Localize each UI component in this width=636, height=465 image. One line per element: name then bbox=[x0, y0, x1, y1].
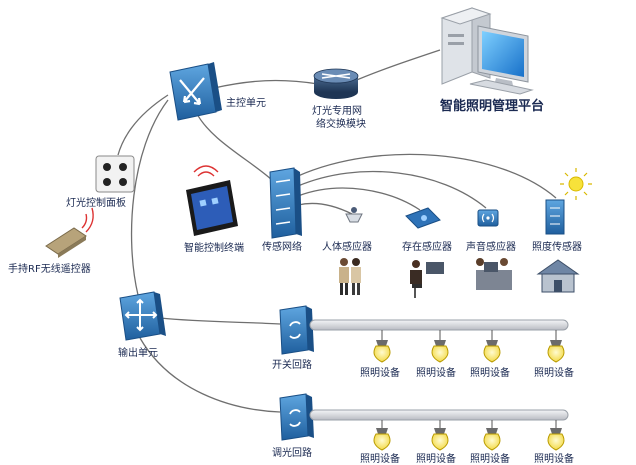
cycle-icon bbox=[289, 321, 301, 339]
output-unit: 输出单元 bbox=[118, 291, 166, 359]
house-figure bbox=[536, 259, 580, 293]
link-main-to-switch bbox=[213, 79, 319, 89]
sensor-presence: 存在感应器 bbox=[402, 207, 452, 298]
light-label: 照明设备 bbox=[416, 452, 456, 465]
cycle-icon bbox=[289, 409, 301, 427]
switch-arrows-icon bbox=[321, 73, 351, 79]
light-fixture: 照明设备 bbox=[470, 420, 510, 465]
wireless-signal-icon bbox=[81, 207, 94, 233]
sensor-network: 传感网络 bbox=[262, 167, 302, 253]
main-control-unit: 主控单元 bbox=[169, 62, 266, 121]
sound-wave-icon bbox=[481, 213, 495, 223]
light-fixture: 照明设备 bbox=[534, 420, 574, 465]
link-sensor-to-body bbox=[297, 202, 353, 215]
platform-label: 智能照明管理平台 bbox=[440, 98, 544, 114]
sensor-presence-label: 存在感应器 bbox=[402, 240, 452, 253]
light-fixture: 照明设备 bbox=[470, 330, 510, 379]
switch-module-label-line1: 灯光专用网 bbox=[312, 104, 362, 117]
management-platform: 智能照明管理平台 bbox=[440, 7, 544, 114]
monitor-screen bbox=[482, 31, 524, 77]
light-fixture: 照明设备 bbox=[360, 420, 400, 465]
sensor-lux-label: 照度传感器 bbox=[532, 240, 582, 253]
switch-loop-label: 开关回路 bbox=[272, 358, 312, 371]
sun-icon bbox=[560, 168, 592, 200]
link-switch-to-platform bbox=[351, 49, 441, 83]
wireless-signal-icon bbox=[193, 165, 219, 177]
rf-remote-label: 手持RF无线遥控器 bbox=[8, 262, 91, 275]
link-sensor-to-sound bbox=[297, 170, 487, 209]
people-office-figure bbox=[476, 258, 512, 290]
cross-arrows-icon bbox=[124, 298, 158, 332]
bus-row-1 bbox=[309, 319, 569, 331]
lights-row-2: 照明设备 照明设备 照明设备 照明设备 bbox=[360, 420, 574, 465]
sensor-network-label: 传感网络 bbox=[262, 240, 302, 253]
sensor-body: 人体感应器 bbox=[322, 207, 372, 295]
light-fixture: 照明设备 bbox=[416, 420, 456, 465]
sensor-body-label: 人体感应器 bbox=[322, 240, 372, 253]
smart-terminal-label: 智能控制终端 bbox=[184, 241, 244, 254]
bus-row-2 bbox=[309, 409, 569, 421]
sensor-lux: 照度传感器 bbox=[532, 168, 592, 293]
switch-module: 灯光专用网 络交换模块 bbox=[312, 68, 366, 130]
switch-loop: 开关回路 bbox=[272, 305, 314, 371]
sensor-sound: 声音感应器 bbox=[466, 209, 516, 290]
switch-module-label-line2: 络交换模块 bbox=[316, 117, 366, 130]
light-label: 照明设备 bbox=[470, 452, 510, 465]
light-label: 照明设备 bbox=[534, 452, 574, 465]
light-label: 照明设备 bbox=[360, 366, 400, 379]
link-main-to-output bbox=[130, 99, 169, 296]
dimmer-loop: 调光回路 bbox=[272, 393, 314, 459]
link-sensor-to-presence bbox=[297, 187, 421, 211]
sensor-sound-label: 声音感应器 bbox=[466, 240, 516, 253]
light-label: 照明设备 bbox=[416, 366, 456, 379]
connection-lines bbox=[117, 49, 557, 413]
lights-row-1: 照明设备 照明设备 照明设备 照明设备 bbox=[360, 330, 574, 379]
light-label: 照明设备 bbox=[360, 452, 400, 465]
light-fixture: 照明设备 bbox=[534, 330, 574, 379]
light-label: 照明设备 bbox=[534, 366, 574, 379]
rf-remote: 手持RF无线遥控器 bbox=[8, 207, 94, 275]
light-panel-label: 灯光控制面板 bbox=[66, 196, 126, 209]
light-fixture: 照明设备 bbox=[360, 330, 400, 379]
link-panel-to-main bbox=[117, 94, 169, 156]
smart-terminal: 智能控制终端 bbox=[184, 165, 244, 254]
link-sensor-to-lux bbox=[297, 153, 557, 199]
light-control-panel: 灯光控制面板 bbox=[66, 155, 135, 209]
output-unit-label: 输出单元 bbox=[118, 346, 158, 359]
link-main-to-sensor-network bbox=[195, 111, 273, 181]
person-at-desk-figure bbox=[410, 260, 444, 298]
arrows-icon bbox=[179, 77, 205, 106]
dimmer-loop-label: 调光回路 bbox=[272, 446, 312, 459]
main-control-label: 主控单元 bbox=[226, 96, 266, 109]
link-output-to-dimmer-loop bbox=[139, 337, 281, 413]
switch-module-label: 灯光专用网 络交换模块 bbox=[312, 104, 366, 130]
light-fixture: 照明设备 bbox=[416, 330, 456, 379]
link-output-to-switch-loop bbox=[159, 317, 281, 325]
people-figure bbox=[339, 258, 361, 295]
light-label: 照明设备 bbox=[470, 366, 510, 379]
